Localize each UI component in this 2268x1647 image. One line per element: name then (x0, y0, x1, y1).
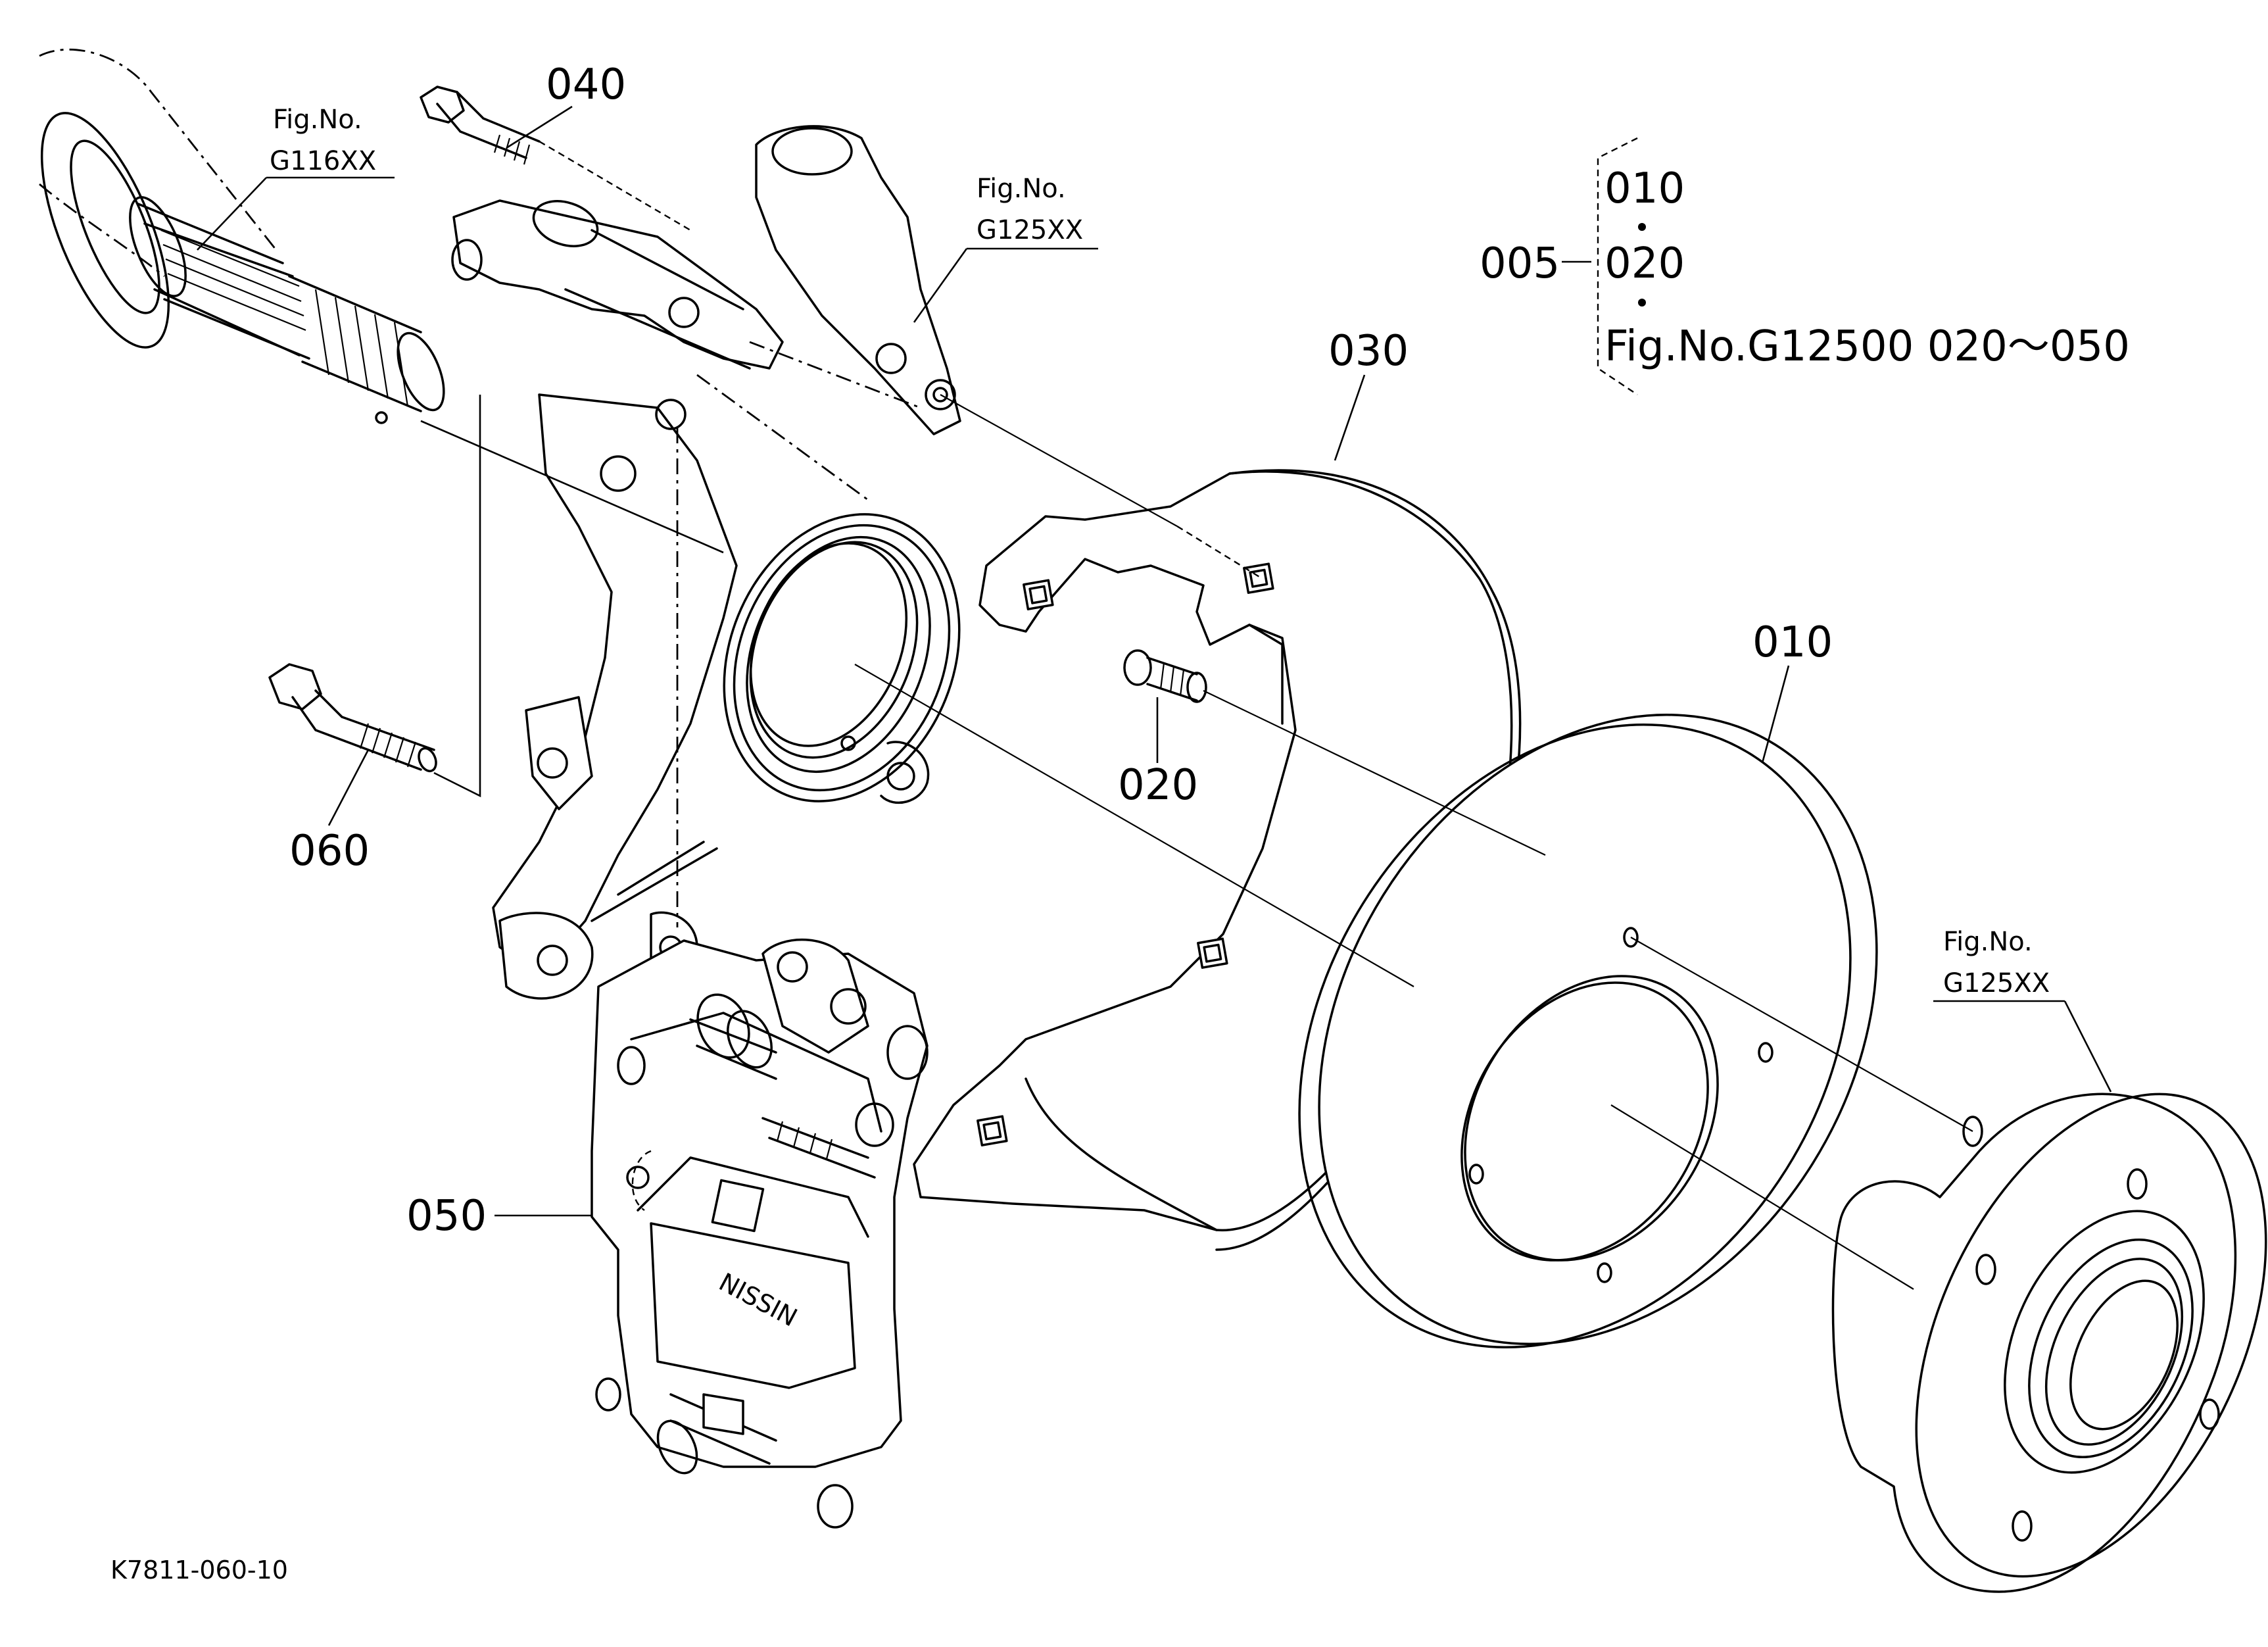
label-005: 005 (1480, 239, 1560, 288)
label-030: 030 (1328, 327, 1409, 376)
brake-caliper-illustration: NISSIN (591, 938, 929, 1529)
label-040: 040 (546, 61, 626, 109)
steering-knuckle-illustration (451, 125, 961, 1000)
label-020: 020 (1118, 761, 1198, 810)
ref-drive-shaft-line2: G116XX (270, 146, 376, 176)
group-separator-dot (1638, 223, 1646, 231)
drive-shaft-illustration (39, 48, 445, 424)
group-005-item1: 010 (1604, 164, 1685, 213)
group-005-note: Fig.No.G12500 020～050 (1604, 322, 2130, 371)
brake-disc-illustration (1298, 714, 1878, 1348)
bolt-040-illustration (420, 86, 691, 232)
label-060: 060 (289, 827, 370, 875)
bolt-060-illustration (268, 663, 437, 773)
labels: 040 Fig.No. G116XX Fig.No. G125XX 030 01… (110, 61, 2130, 1585)
ref-hub-line1: Fig.No. (1943, 927, 2033, 957)
label-050: 050 (406, 1192, 487, 1241)
alignment-lines (854, 394, 1973, 1290)
bolt-020-illustration (1123, 649, 1207, 703)
drawing-code: K7811-060-10 (110, 1556, 288, 1585)
ref-knuckle-line1: Fig.No. (977, 174, 1066, 204)
ref-hub-line2: G125XX (1943, 968, 2050, 998)
label-010: 010 (1752, 618, 1833, 667)
wheel-hub-illustration (1831, 1093, 2267, 1593)
ref-drive-shaft-line1: Fig.No. (273, 105, 362, 135)
group-005-item2: 020 (1604, 239, 1685, 288)
group-separator-dot (1638, 299, 1646, 307)
ref-knuckle-line2: G125XX (977, 215, 1083, 245)
